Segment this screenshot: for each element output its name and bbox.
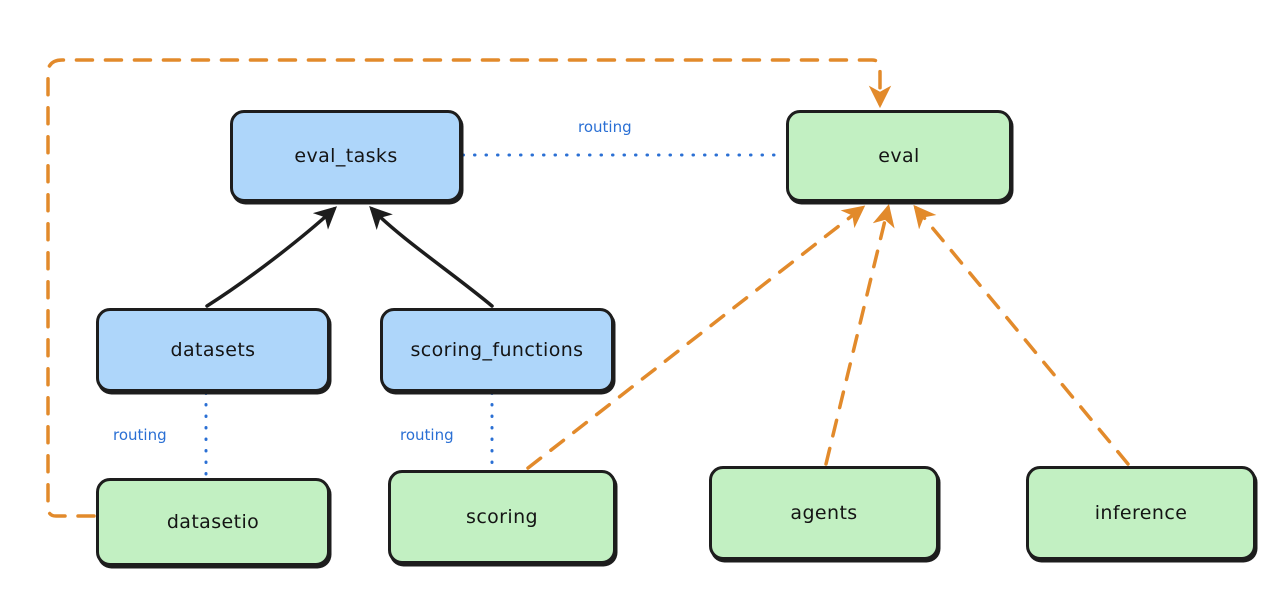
node-label-datasetio: datasetio xyxy=(166,511,260,533)
node-eval[interactable]: eval xyxy=(786,110,1012,202)
edge-provider-inference-eval xyxy=(913,204,1130,466)
edge-provider-agents-eval xyxy=(824,204,895,466)
node-label-scoring-functions: scoring_functions xyxy=(410,339,584,361)
node-inference[interactable]: inference xyxy=(1026,466,1256,560)
edge-label-routing-eval-tasks-eval: routing xyxy=(578,118,632,136)
node-agents[interactable]: agents xyxy=(709,466,939,560)
node-scoring-functions[interactable]: scoring_functions xyxy=(380,308,614,392)
node-eval-tasks[interactable]: eval_tasks xyxy=(230,110,462,202)
node-label-datasets: datasets xyxy=(170,339,256,361)
node-label-eval: eval xyxy=(878,145,920,167)
edge-dep-datasets-eval-tasks xyxy=(205,206,338,308)
node-label-agents: agents xyxy=(790,502,858,524)
node-datasetio[interactable]: datasetio xyxy=(96,478,330,566)
node-scoring[interactable]: scoring xyxy=(388,470,616,564)
edge-label-routing-scoring-functions-scoring: routing xyxy=(400,426,454,444)
node-label-inference: inference xyxy=(1094,502,1188,524)
edge-label-routing-datasets-datasetio: routing xyxy=(113,426,167,444)
edge-dep-scoring-functions-eval-tasks xyxy=(369,206,494,308)
node-datasets[interactable]: datasets xyxy=(96,308,330,392)
node-label-scoring: scoring xyxy=(466,506,538,528)
edge-provider-datasetio-eval xyxy=(46,58,892,518)
node-label-eval-tasks: eval_tasks xyxy=(294,145,398,167)
